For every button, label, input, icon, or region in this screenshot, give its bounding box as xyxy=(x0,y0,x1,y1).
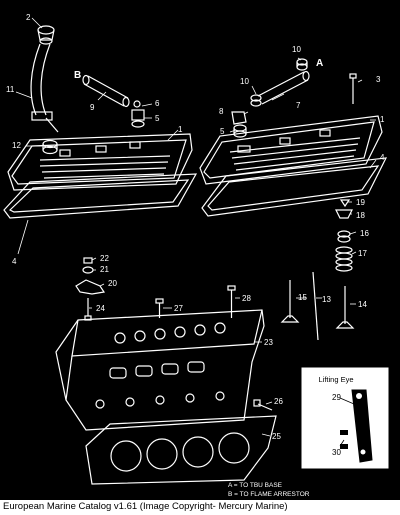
callout-3: 3 xyxy=(376,75,381,84)
grommet-right-top xyxy=(296,58,308,71)
callout-30: 30 xyxy=(332,448,341,457)
rocker-ball xyxy=(82,266,94,274)
exploded-parts-diagram: Lifting Eye 29 30 xyxy=(3,13,389,498)
callout-4b: 4 xyxy=(380,153,385,162)
hose-to-tbu-base xyxy=(257,70,310,105)
image-caption: European Marine Catalog v1.61 (Image Cop… xyxy=(3,501,288,512)
rocker-stud xyxy=(84,298,92,321)
valve-spring xyxy=(335,246,353,272)
inset-title: Lifting Eye xyxy=(318,375,353,384)
rocker-arm xyxy=(75,279,106,295)
callout-1a: 1 xyxy=(178,125,183,134)
oil-fill-cap xyxy=(37,25,55,45)
callout-27: 27 xyxy=(174,304,183,313)
callout-19: 19 xyxy=(356,198,365,207)
callout-11: 11 xyxy=(6,85,15,94)
grommet-right-small xyxy=(250,94,262,107)
callout-14: 14 xyxy=(358,300,367,309)
grommet-right xyxy=(233,124,247,138)
callout-5b: 5 xyxy=(220,127,225,136)
intake-valve xyxy=(280,280,300,323)
exhaust-valve xyxy=(335,286,355,329)
breather-tube xyxy=(30,43,59,133)
valve-cover-right xyxy=(199,115,383,185)
cover-bolt xyxy=(349,73,357,104)
callout-5a: 5 xyxy=(155,114,160,123)
callout-15: 15 xyxy=(298,293,307,302)
hose-to-flame-arrestor xyxy=(82,74,130,108)
callout-21: 21 xyxy=(100,265,109,274)
note-a: A = TO TBU BASE xyxy=(228,482,283,489)
pushrod xyxy=(312,271,319,341)
callout-20: 20 xyxy=(108,279,117,288)
plug-bolt xyxy=(253,399,273,411)
note-b: B = TO FLAME ARRESTOR xyxy=(228,491,310,498)
callout-labels: 2 11 12 B 9 6 5 1 4 10 A 10 3 8 7 5 1 4 … xyxy=(6,13,385,441)
valve-cover-left xyxy=(7,133,193,191)
gasket-left xyxy=(3,173,198,219)
letter-a: A xyxy=(316,58,323,69)
callout-22: 22 xyxy=(100,254,109,263)
gasket-right xyxy=(201,157,388,217)
callout-6: 6 xyxy=(155,99,160,108)
callout-24: 24 xyxy=(96,304,105,313)
callout-23: 23 xyxy=(264,338,273,347)
grommet-left xyxy=(42,139,58,155)
callout-17: 17 xyxy=(358,249,367,258)
callout-8: 8 xyxy=(219,107,224,116)
callout-26: 26 xyxy=(274,397,283,406)
callout-10a: 10 xyxy=(292,45,301,54)
callout-13: 13 xyxy=(322,295,331,304)
fitting-left xyxy=(131,100,145,128)
rocker-nut xyxy=(83,257,93,264)
elbow-fitting-right xyxy=(231,111,247,125)
callout-7: 7 xyxy=(296,101,301,110)
cylinder-head xyxy=(55,309,265,431)
valve-keepers xyxy=(339,199,351,208)
lifting-eye-inset: Lifting Eye 29 30 xyxy=(301,367,389,469)
callout-12: 12 xyxy=(12,141,21,150)
callout-1b: 1 xyxy=(380,115,385,124)
callout-28: 28 xyxy=(242,294,251,303)
callout-18: 18 xyxy=(356,211,365,220)
valve-seal xyxy=(337,230,351,243)
callout-2: 2 xyxy=(26,13,31,22)
callout-10b: 10 xyxy=(240,77,249,86)
valve-retainer xyxy=(335,209,353,219)
callout-4a: 4 xyxy=(12,257,17,266)
letter-b: B xyxy=(74,70,81,81)
callout-25: 25 xyxy=(272,432,281,441)
leader-lines xyxy=(15,17,377,437)
diagram-canvas: Lifting Eye 29 30 xyxy=(0,0,400,500)
head-bolt-long xyxy=(227,285,236,318)
callout-9: 9 xyxy=(90,103,95,112)
callout-16: 16 xyxy=(360,229,369,238)
callout-29: 29 xyxy=(332,393,341,402)
head-gasket xyxy=(85,415,277,485)
